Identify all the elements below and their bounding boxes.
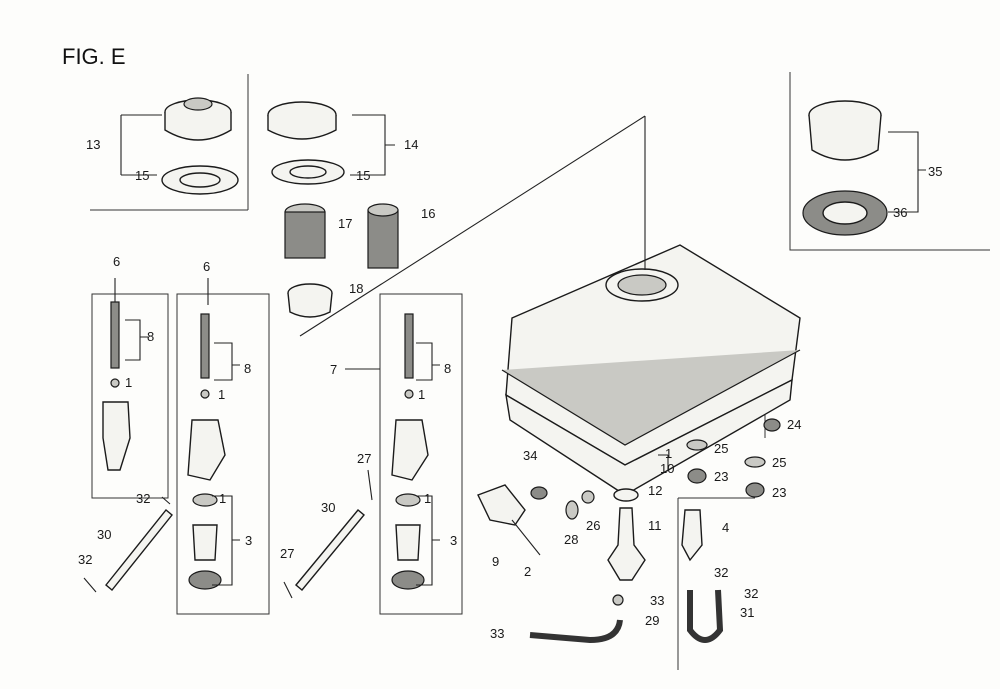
callout-34: 34 [523,448,538,463]
callout-11: 11 [648,518,662,533]
fuel-cock-6a [102,301,131,471]
callout-1: 1 [424,491,432,506]
callout-1: 1 [218,387,226,402]
callout-27: 27 [280,546,295,561]
callout-2: 2 [524,564,532,579]
callout-28: 28 [564,532,579,547]
callout-31: 31 [740,605,755,620]
callout-12: 12 [648,483,663,498]
fuel-cap-35 [802,100,888,236]
callout-1: 1 [665,446,673,461]
callout-23: 23 [714,469,729,484]
fuel-tube-30b [295,509,365,591]
callout-13: 13 [86,137,101,152]
callout-32: 32 [136,491,151,506]
callout-1: 1 [418,387,426,402]
figure-title: FIG. E [62,44,126,69]
fuel-cap-13 [161,97,239,195]
callout-25: 25 [714,441,729,456]
callout-8: 8 [444,361,452,376]
fuel-tank [501,244,801,496]
frame-group-6b [176,293,270,615]
callout-14: 14 [404,137,419,152]
callout-3: 3 [245,533,253,548]
callout-30: 30 [321,500,336,515]
frame-cap-35 [789,72,990,251]
fuel-cock-6b [187,313,226,590]
callout-32: 32 [744,586,759,601]
callout-32: 32 [78,552,93,567]
callout-6: 6 [113,254,121,269]
callout-8: 8 [147,329,155,344]
frame-group-6a [91,293,169,499]
callout-33: 33 [490,626,505,641]
fuel-tube-30a [105,509,173,591]
frame-group-7 [379,293,463,615]
callout-26: 26 [586,518,601,533]
callout-15: 15 [135,168,150,183]
callout-25: 25 [772,455,787,470]
callout-4: 4 [722,520,730,535]
callout-1: 1 [219,491,227,506]
callout-32: 32 [714,565,729,580]
callout-6: 6 [203,259,211,274]
callout-18: 18 [349,281,364,296]
callout-10: 10 [660,461,675,476]
callout-1: 1 [125,375,133,390]
frame-group-4 [677,497,755,670]
callout-8: 8 [244,361,252,376]
callout-15: 15 [356,168,371,183]
fuel-cap-14 [267,101,399,318]
callout-16: 16 [421,206,436,221]
callout-3: 3 [450,533,458,548]
callout-27: 27 [357,451,372,466]
tank-fittings [477,418,781,644]
callout-23: 23 [772,485,787,500]
callout-29: 29 [645,613,660,628]
callout-33: 33 [650,593,665,608]
callout-35: 35 [928,164,943,179]
fuel-cock-7 [391,313,429,590]
callout-24: 24 [787,417,802,432]
callout-36: 36 [893,205,908,220]
callout-17: 17 [338,216,353,231]
callout-30: 30 [97,527,112,542]
callout-7: 7 [330,362,338,377]
frame-cap-13 [90,74,249,211]
callout-9: 9 [492,554,500,569]
